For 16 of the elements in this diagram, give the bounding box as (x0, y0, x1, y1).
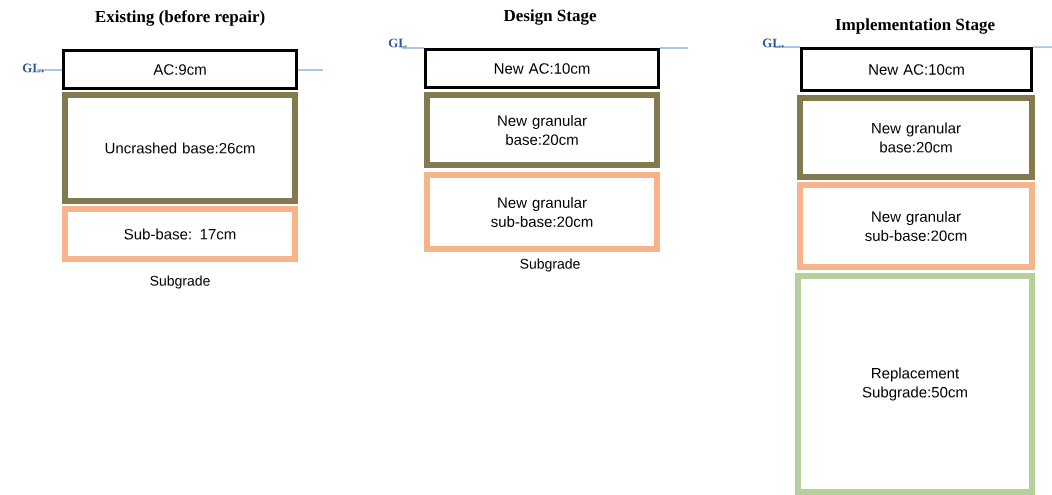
layer-box: Sub-base: 17cm (62, 206, 298, 262)
subgrade-label: Subgrade (150, 275, 210, 289)
stage-title: Existing (before repair) (95, 10, 265, 26)
ground-level-label: GL. (762, 38, 784, 48)
layer-box: Uncrashed base:26cm (62, 92, 298, 204)
layer-box: AC:9cm (62, 49, 298, 90)
layer-box: New AC:10cm (424, 48, 660, 89)
ground-level-label: GL. (22, 63, 44, 73)
layer-box: New granular base:20cm (797, 95, 1035, 180)
layer-box: New granular sub-base:20cm (797, 182, 1035, 270)
layer-box: New granular sub-base:20cm (424, 172, 660, 252)
layer-box: New AC:10cm (800, 47, 1033, 92)
stage-title: Design Stage (503, 9, 597, 25)
layer-box: Replacement Subgrade:50cm (795, 273, 1035, 495)
ground-level-label: GL (388, 38, 407, 48)
layer-box: New granular base:20cm (424, 92, 660, 168)
